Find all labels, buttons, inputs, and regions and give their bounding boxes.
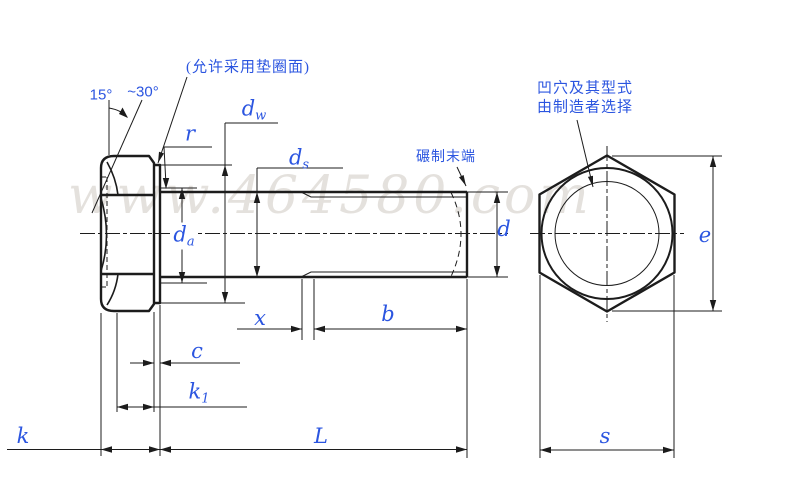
k1-sub: 1: [201, 391, 210, 407]
k-base: k: [16, 424, 30, 448]
dim-label-s: s: [600, 424, 611, 448]
head-facet-curves: [100, 161, 119, 306]
end-view-hexagon: [538, 154, 676, 313]
note-dimple-line2-text: 由制造者选择: [536, 99, 634, 116]
b-base: b: [381, 302, 395, 326]
dw-base: d: [241, 96, 256, 121]
dim-label-x: x: [254, 306, 266, 330]
x-base: x: [254, 306, 266, 330]
note-rolled-end-text: 碾制末端: [416, 150, 476, 165]
note-rolled-end: 碾制末端: [416, 146, 476, 166]
dim-label-k1: k1: [188, 380, 209, 407]
angle-label-min: 15°: [90, 87, 113, 104]
dim-label-d: d: [497, 217, 510, 241]
note-dimple-line1-text: 凹穴及其型式: [536, 80, 634, 97]
dim-label-r: r: [185, 122, 195, 149]
dw-sub: w: [255, 108, 267, 124]
dim-label-e: e: [699, 223, 711, 247]
side-view-outline: [99, 154, 469, 313]
note-washer-face: (允许采用垫圈面): [186, 56, 310, 77]
center-lines: [80, 146, 684, 322]
e-base: e: [698, 223, 712, 247]
angle-min-text: 15°: [89, 86, 113, 104]
s-base: s: [599, 424, 611, 448]
angle-label-max: ~30°: [127, 84, 158, 101]
dim-label-dw: dw: [242, 97, 267, 124]
note-dimple-line1: 凹穴及其型式: [537, 77, 633, 98]
dimension-arrowheads: [101, 107, 717, 454]
angle-max-text: ~30°: [127, 83, 159, 101]
thread-lines: [300, 191, 467, 278]
da-base: d: [173, 222, 187, 247]
dimple-circle: [554, 181, 660, 286]
d-base: d: [497, 217, 511, 241]
leader-lines: [157, 76, 594, 188]
extension-lines: [100, 155, 722, 458]
dim-label-c: c: [191, 339, 203, 363]
c-base: c: [191, 339, 203, 363]
ds-sub: s: [302, 157, 310, 173]
r-base: r: [184, 121, 196, 146]
k1-base: k: [188, 379, 202, 404]
da-sub: a: [186, 234, 195, 250]
ds-base: d: [288, 145, 303, 170]
dim-label-b: b: [381, 302, 394, 326]
L-base: L: [314, 424, 328, 448]
dim-label-k: k: [17, 424, 30, 448]
dim-label-ds: ds: [289, 146, 309, 173]
dim-label-da: da: [171, 222, 197, 250]
note-washer-face-text: (允许采用垫圈面): [186, 59, 310, 76]
dim-label-L: L: [314, 424, 328, 448]
note-dimple-line2: 由制造者选择: [537, 96, 633, 117]
